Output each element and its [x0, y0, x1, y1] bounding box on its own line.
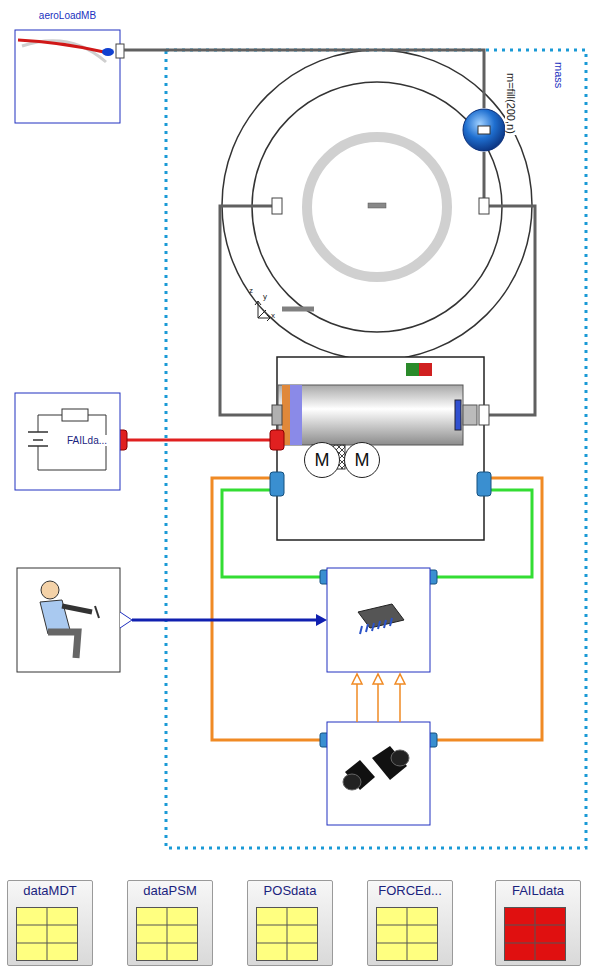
motor-symbol: M: [355, 450, 370, 471]
table-grid: [136, 907, 198, 961]
battery-box: [15, 393, 120, 490]
power-connector: [113, 430, 284, 450]
data-table: dataPSM: [127, 880, 213, 966]
bus-wire: [212, 478, 542, 740]
data-table: FORCEd...: [367, 880, 453, 966]
block-name: aeroLoadMB: [15, 10, 120, 21]
parameter-text: m=fill(200,n): [505, 72, 517, 135]
controller-icon: [327, 568, 430, 672]
fail-source-block: FAILda...: [15, 393, 120, 490]
table-name: FAILdata: [496, 881, 580, 898]
mechanical-wire: [124, 50, 484, 108]
sensor-icon: [327, 722, 430, 825]
motor-circle: M: [344, 442, 380, 478]
component-name: mass: [553, 62, 565, 88]
table-name: FORCEd...: [368, 881, 452, 898]
block-name: FAILda...: [67, 435, 107, 446]
aero-load-icon: [15, 30, 124, 123]
sensor-signal: [352, 674, 405, 722]
table-name: dataMDT: [8, 881, 92, 898]
actuator: [272, 357, 489, 540]
table-grid: [504, 907, 566, 961]
axis-label: z: [249, 287, 253, 296]
signal-arrowhead: [316, 614, 327, 626]
data-table: POSdata: [247, 880, 333, 966]
motor-circle: M: [304, 442, 340, 478]
flange-connector: [479, 198, 489, 214]
world-frame: [255, 301, 314, 321]
data-table: FAILdata: [495, 880, 581, 966]
table-grid: [16, 907, 78, 961]
mass-sphere: [462, 108, 506, 152]
table-name: POSdata: [248, 881, 332, 898]
axis-label: x: [271, 312, 275, 321]
axis-label: y: [263, 293, 267, 302]
power-wire: [127, 439, 270, 442]
command-signal: [132, 619, 318, 622]
point-mass: mass: [462, 108, 506, 152]
pilot-icon: [17, 568, 132, 672]
table-grid: [256, 907, 318, 961]
system-boundary: [166, 50, 586, 848]
data-table: dataMDT: [7, 880, 93, 966]
motor-symbol: M: [315, 450, 330, 471]
aero-load-block: aeroLoadMB: [15, 30, 120, 123]
bus-connector: [270, 472, 491, 747]
table-name: dataPSM: [128, 881, 212, 898]
flange-connector: [272, 198, 282, 214]
table-grid: [376, 907, 438, 961]
